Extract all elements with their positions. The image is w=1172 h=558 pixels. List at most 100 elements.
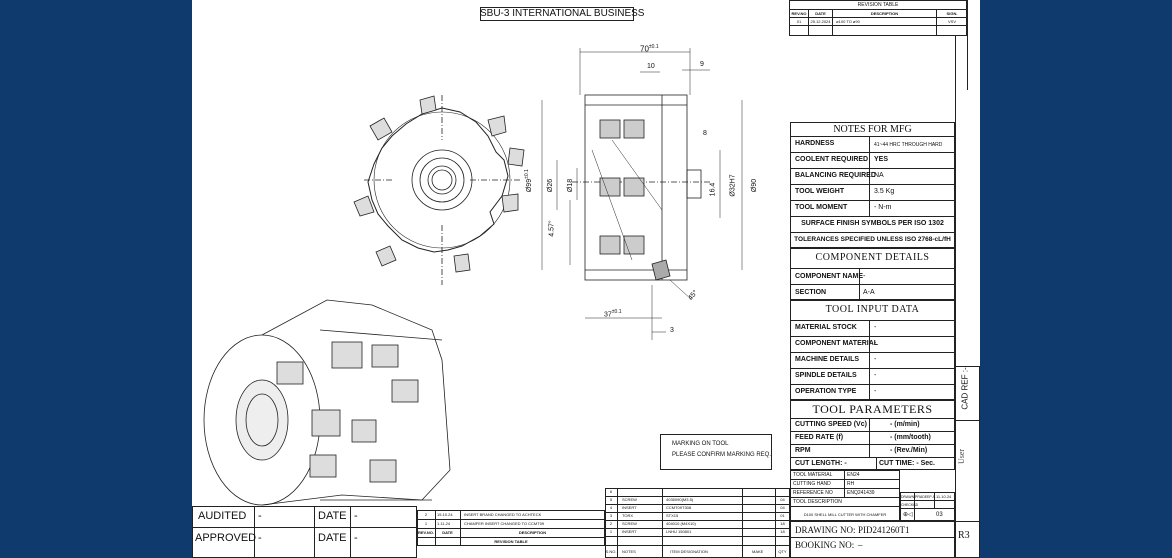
top-rev-h-desc: DESCRIPTION <box>870 11 899 16</box>
tool-input-label-material: COMPONENT MATERIAL <box>795 340 879 347</box>
dim-dia-90: Ø90 <box>751 178 759 193</box>
bom-cell-sno: 5 <box>609 497 613 502</box>
bom-cell-qty: 18 <box>780 529 785 534</box>
checked-label: CHECKED <box>901 503 919 507</box>
drawn-by: PRADEEP A. <box>915 495 936 499</box>
bom-cell-notes: SCREW <box>622 521 637 526</box>
dim-dia-18: Ø18 <box>567 178 575 193</box>
param-value-feed: - (mm/tooth) <box>890 434 931 441</box>
tool-input-value-operation: - <box>874 388 877 395</box>
tool-description-value: D100 SHELL MILL CUTTER WITH CHAMFER <box>803 512 887 517</box>
cad-ref-label: CAD REF :- <box>960 367 970 410</box>
tool-input-value-material: - <box>874 340 877 347</box>
bom-cell-qty: 18 <box>780 521 785 526</box>
bom-cell-notes: TORX <box>622 513 634 518</box>
top-rev-r1-date: 25.12.2024 <box>810 19 831 24</box>
notes-value-coolent: YES <box>874 156 889 163</box>
top-rev-h-date: DATE <box>815 11 826 16</box>
component-name-value: - <box>863 273 866 280</box>
bom-cell-sno: 1 <box>609 529 613 534</box>
tool-input-value-machine: - <box>874 356 877 363</box>
bottom-rev-r2-desc: CHAMFER INSERT CHANGED TO CCMT09 <box>464 521 545 526</box>
bottom-rev-r2-no: 1 <box>424 521 428 526</box>
cutting-hand-label: CUTTING HAND <box>793 481 831 487</box>
notes-for-mfg <box>790 122 955 248</box>
param-value-rpm: - (Rev./Min) <box>890 447 928 454</box>
drawn-label: DRAWN <box>901 495 915 499</box>
top-revision-table <box>789 0 967 36</box>
param-label-speed: CUTTING SPEED (Vc) <box>795 421 867 428</box>
dim-angle-4-57: 4.57° <box>548 220 556 237</box>
param-value-speed: - (m/min) <box>890 421 920 428</box>
drawing-sheet: SBU-3 INTERNATIONAL BUSINESS REVISION TA… <box>192 0 980 558</box>
bom-cell-item: 4035090(M3.5) <box>666 497 694 502</box>
tool-input-label-machine: MACHINE DETAILS <box>795 356 860 363</box>
audited-label: AUDITED <box>198 510 247 522</box>
component-name-label: COMPONENT NAME <box>795 273 864 280</box>
bom-cell-item: STX15 <box>666 513 679 518</box>
front-view <box>353 95 525 285</box>
dim-width: 70±0.1 <box>640 44 659 54</box>
param-label-rpm: RPM <box>795 447 811 454</box>
tool-parameters <box>790 400 955 470</box>
approved-date-value: - <box>354 532 358 544</box>
notes-label-moment: TOOL MOMENT <box>795 204 848 211</box>
tool-input-data <box>790 300 955 400</box>
notes-label-hardness: HARDNESS <box>795 140 835 147</box>
checked-by: - <box>915 502 917 507</box>
bom-h-notes: NOTES <box>622 549 636 554</box>
bom-h-make: MAKE <box>752 549 764 554</box>
param-cut-length: CUT LENGTH: - <box>795 460 847 467</box>
bottom-rev-h-no: REV.NO. <box>417 530 435 535</box>
dim-8: 8 <box>703 130 707 137</box>
technical-drawings <box>203 48 743 506</box>
bom-cell-item: CCMT09T308 <box>666 505 692 510</box>
dim-dia-26: Ø26 <box>547 178 555 193</box>
bottom-rev-caption: REVISION TABLE <box>494 539 528 544</box>
top-rev-r1-sign: VSV <box>947 19 956 24</box>
booking-no-label: BOOKING NO: <box>795 540 855 550</box>
projection-symbol-icon: ⊕◁ <box>903 512 913 518</box>
top-rev-h-sign: SIGN. <box>946 11 958 16</box>
notes-label-weight: TOOL WEIGHT <box>795 188 845 195</box>
component-details-title: COMPONENT DETAILS <box>815 252 930 263</box>
notes-value-weight: 3.5 Kg <box>874 188 895 195</box>
bom-h-item: ITEM DESIGNATION <box>670 549 708 554</box>
cutting-hand-value: RH <box>847 481 855 487</box>
top-rev-r1-revno: 01 <box>796 19 802 24</box>
bom-h-sno: S.NO. <box>605 549 617 554</box>
notes-value-moment: - N-m <box>874 204 892 211</box>
bom-cell-sno: 6 <box>609 489 613 494</box>
notes-title: NOTES FOR MFG <box>833 124 912 135</box>
top-rev-r1-desc: ø100 TO ø90 <box>836 19 860 24</box>
audited-date-label: DATE <box>318 510 347 522</box>
notes-label-balancing: BALANCING REQUIRED <box>795 172 876 179</box>
audited-by: - <box>258 510 262 522</box>
tool-material-value: EN24 <box>847 472 860 478</box>
bom-cell-sno: 3 <box>609 513 613 518</box>
marking-box <box>660 434 772 470</box>
tool-input-label-spindle: SPINDLE DETAILS <box>795 372 857 379</box>
bom-cell-item: LNHU 150801 <box>666 529 692 534</box>
dim-9: 9 <box>700 61 704 68</box>
booking-no-value: – <box>858 540 863 550</box>
notes-surface-finish: SURFACE FINISH SYMBOLS PER ISO 1302 <box>801 220 944 227</box>
approved-by: - <box>258 532 262 544</box>
tool-input-value-stock: - <box>874 324 877 331</box>
bom-cell-sno: 4 <box>609 505 613 510</box>
drawing-no-value: PID241260T1 <box>858 525 910 535</box>
approved-date-label: DATE <box>318 532 347 544</box>
signoff-box <box>900 492 955 521</box>
param-cut-time: CUT TIME: - Sec. <box>879 460 936 467</box>
bottom-rev-r1-date: 15.10.24 <box>437 512 453 517</box>
bottom-rev-h-desc: DESCRIPTION <box>518 530 547 535</box>
bom-cell-qty: 04 <box>780 505 785 510</box>
approved-label: APPROVED <box>195 532 257 544</box>
title-box <box>480 7 634 21</box>
dim-dia-32: Ø32H7 <box>729 174 737 197</box>
bom-cell-item: 404010 (M4X10) <box>666 521 696 526</box>
sheet-number: 03 <box>936 512 943 518</box>
reference-no-label: REFERENCE NO <box>793 490 833 496</box>
drawing-title: SBU-3 INTERNATIONAL BUSINESS <box>480 8 645 19</box>
right-strip <box>955 366 980 558</box>
